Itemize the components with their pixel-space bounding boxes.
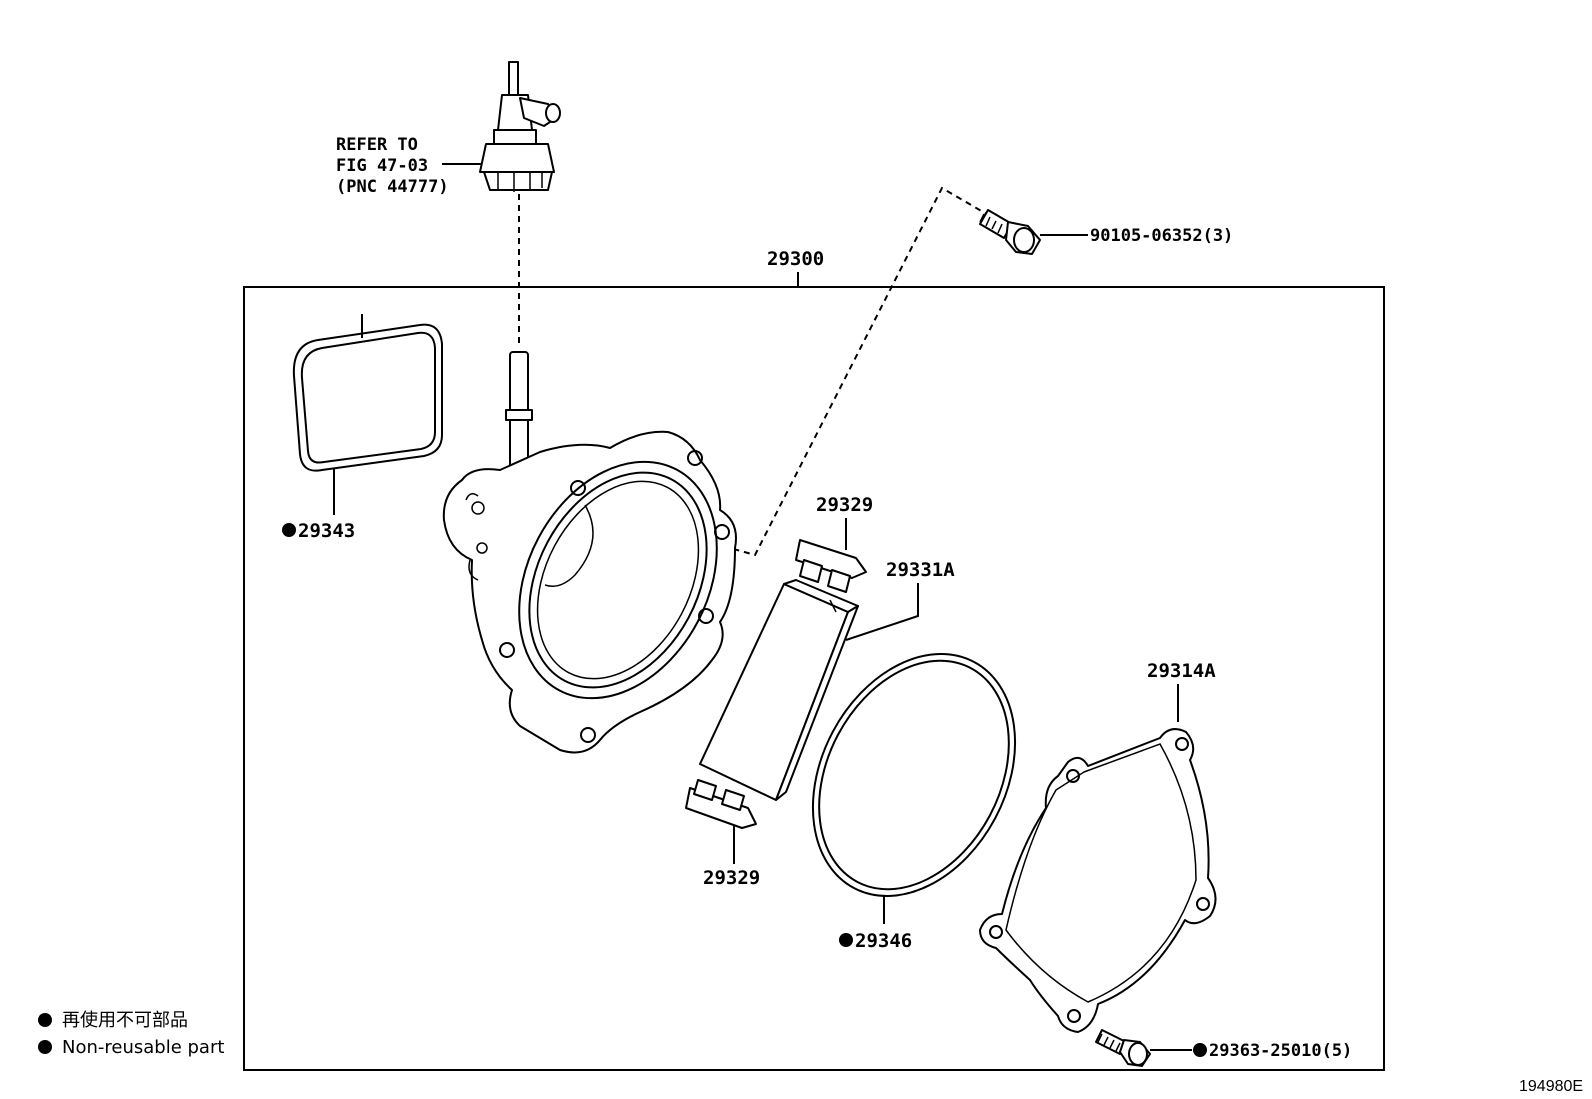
label-29346-text: 29346: [855, 930, 912, 952]
label-29346[interactable]: 29346: [839, 930, 912, 952]
gasket-icon: [292, 314, 443, 472]
label-29363-25010[interactable]: 29363-25010(5): [1193, 1041, 1352, 1061]
cover-icon: [979, 728, 1217, 1033]
non-reusable-dot: [282, 523, 296, 537]
refer-line3: (PNC 44777): [336, 177, 449, 197]
legend-japanese: 再使用不可部品: [62, 1010, 188, 1031]
legend-english: Non-reusable part: [62, 1037, 224, 1058]
check-valve-icon: [479, 61, 561, 192]
figure-id: 194980E: [1519, 1078, 1583, 1095]
o-ring-icon: [811, 653, 1017, 897]
label-29343-text: 29343: [298, 520, 355, 542]
label-29331A[interactable]: 29331A: [886, 559, 955, 581]
label-90105-06352[interactable]: 90105-06352(3): [1090, 226, 1233, 246]
bolt-top-icon: [979, 209, 1041, 255]
non-reusable-dot: [1193, 1043, 1207, 1057]
label-29300[interactable]: 29300: [767, 248, 824, 270]
label-29363-text: 29363-25010(5): [1209, 1041, 1352, 1061]
pump-housing-icon: [442, 351, 737, 754]
refer-line2: FIG 47-03: [336, 156, 428, 176]
refer-line1: REFER TO: [336, 135, 418, 155]
bolt-bottom-icon: [1095, 1029, 1151, 1067]
label-29343[interactable]: 29343: [282, 520, 355, 542]
label-29329-top[interactable]: 29329: [816, 494, 873, 516]
clip-top-icon: [795, 539, 867, 593]
legend: 再使用不可部品 Non-reusable part: [38, 1010, 224, 1058]
assembly-frame: [243, 286, 1385, 1071]
non-reusable-dot: [839, 933, 853, 947]
vane-icon: [699, 579, 859, 801]
legend-dot-jp: [38, 1013, 52, 1027]
legend-dot-en: [38, 1040, 52, 1054]
clip-bottom-icon: [685, 779, 757, 829]
label-29329-bottom[interactable]: 29329: [703, 867, 760, 889]
refer-to-label[interactable]: REFER TO FIG 47-03 (PNC 44777): [336, 135, 449, 197]
label-29314A[interactable]: 29314A: [1147, 660, 1216, 682]
